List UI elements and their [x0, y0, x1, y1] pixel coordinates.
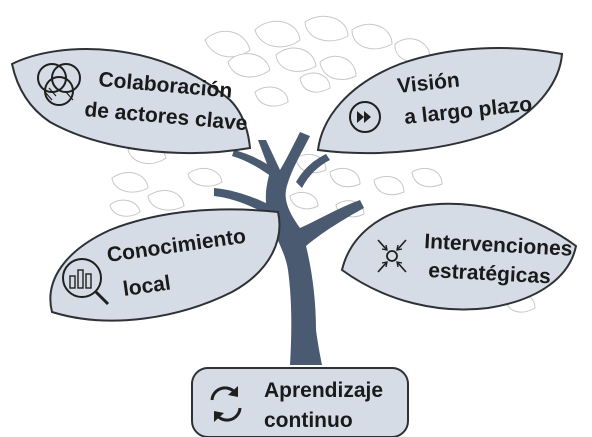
magnifier-chart-icon	[62, 258, 110, 306]
leaf-collaboration: Colaboración de actores clave	[10, 48, 252, 154]
base-learning: Aprendizaje continuo	[191, 367, 409, 437]
refresh-cycle-icon	[210, 386, 242, 422]
background-foliage	[109, 15, 536, 313]
leaf-local-knowledge: Conocimiento local	[49, 208, 281, 322]
converge-arrows-icon	[377, 239, 407, 273]
venn-circles-icon	[37, 63, 81, 106]
leaf-interventions: Intervenciones estratégicas	[340, 202, 578, 311]
learning-label-line1: Aprendizaje	[264, 379, 383, 402]
leaf-vision: Visión a largo plazo	[316, 47, 564, 155]
tree-trunk	[214, 132, 364, 365]
fast-forward-icon	[349, 101, 381, 133]
learning-label-line2: continuo	[264, 409, 353, 432]
